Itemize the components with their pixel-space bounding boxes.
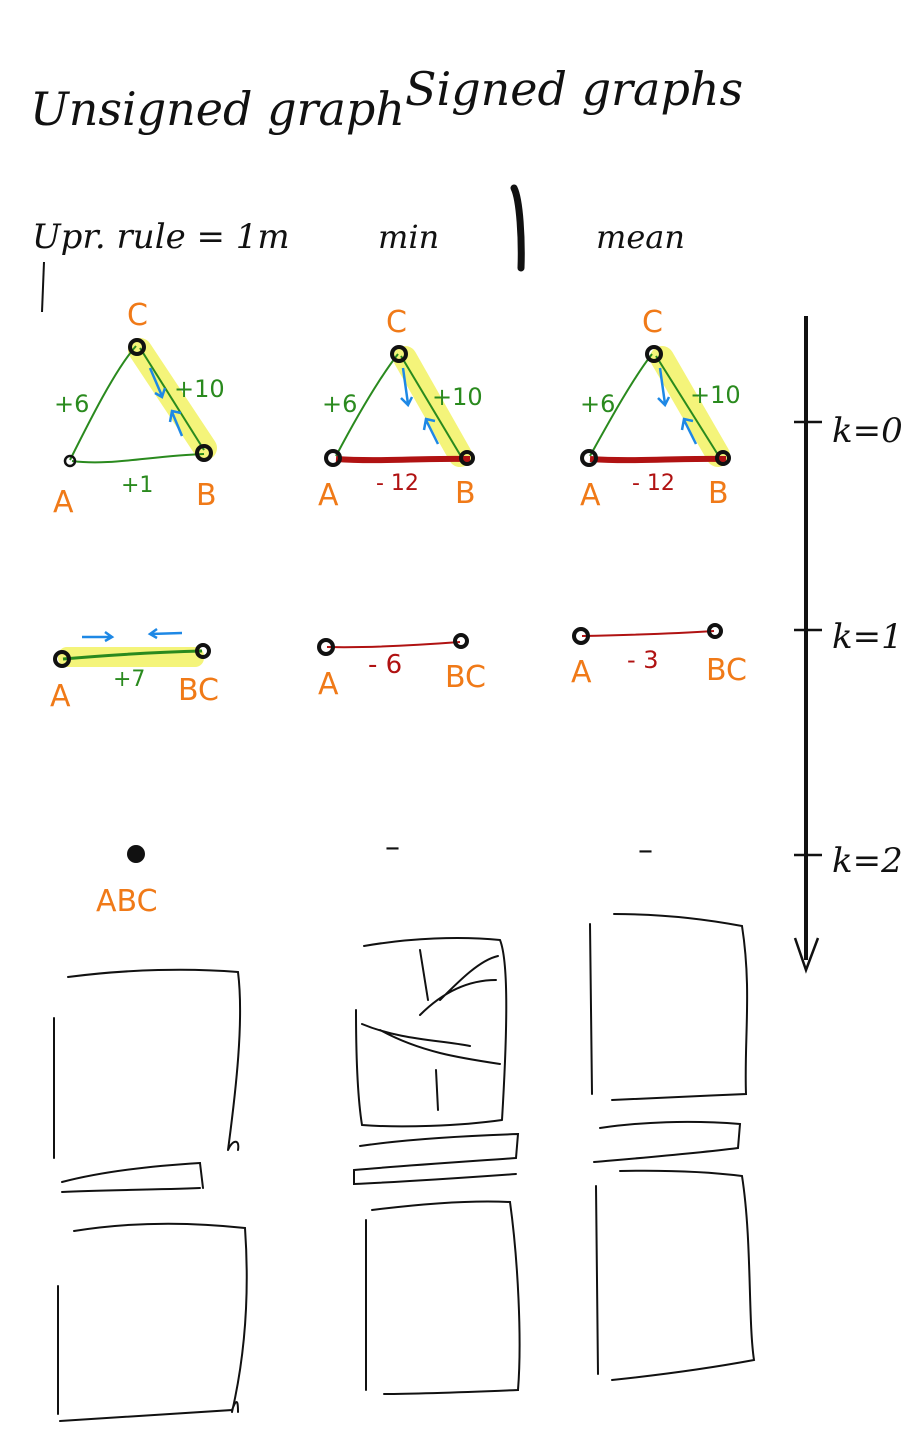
- node-label-a: A: [580, 478, 601, 513]
- column-1-level2: ABC: [96, 845, 158, 919]
- edge-weight-a-bc: - 3: [627, 646, 659, 674]
- arrow-b-to-c: [680, 417, 698, 445]
- column-3-level2-dash: –: [638, 833, 653, 868]
- column-2-triangle: C A B +6 +10 - 12: [318, 305, 483, 513]
- edge-ab: [589, 455, 727, 464]
- column-2-level2-dash: –: [385, 830, 400, 865]
- column-3-triangle: C A B +6 +10 - 12: [580, 305, 741, 513]
- node-c: [645, 345, 663, 363]
- edge-weight-a-bc: - 6: [368, 650, 402, 680]
- edge-cb: [400, 355, 463, 459]
- node-b: [459, 450, 475, 466]
- edge-weight-cb: +10: [432, 383, 483, 411]
- node-bc: [195, 643, 211, 659]
- edge-a-bc: [326, 641, 461, 649]
- node-a: [580, 449, 598, 467]
- edge-ac: [335, 353, 399, 457]
- level-label-k0: k=0: [832, 411, 903, 451]
- column-3-level1: A BC - 3: [571, 623, 747, 690]
- edge-a-bc: [62, 649, 203, 661]
- edge-ac: [589, 353, 653, 457]
- edge-ab: [71, 453, 205, 464]
- node-bc: [453, 633, 469, 649]
- node-label-a: A: [53, 485, 74, 520]
- edge-weight-ac: +6: [580, 390, 615, 418]
- sketch-box-c1-top: [53, 968, 242, 1159]
- edge-a-bc: [581, 630, 715, 637]
- node-a: [324, 449, 342, 467]
- column-1-triangle: C A B +6 +10 +1: [53, 298, 225, 520]
- arrow-c-to-b: [148, 367, 167, 399]
- sketch-scribble-c2: [361, 949, 501, 1111]
- node-label-b: B: [708, 476, 729, 511]
- sketch-box-c1-bottom: [57, 1222, 248, 1422]
- sketch-box-c3-top: [589, 913, 749, 1101]
- sketch-strip-c2: [353, 1132, 520, 1186]
- level-label-k2: k=2: [832, 841, 903, 881]
- column-1-level1: A BC +7: [50, 627, 219, 714]
- node-abc: [127, 845, 145, 863]
- edge-weight-a-bc: +7: [113, 667, 145, 692]
- subheader-update-rule: Upr. rule = 1m: [32, 217, 290, 257]
- node-b: [715, 450, 731, 466]
- edge-weight-cb: +10: [174, 375, 225, 403]
- timeline-arrowhead: [793, 937, 820, 974]
- node-b: [195, 444, 213, 462]
- sketch-strip-c3: [593, 1120, 742, 1163]
- edge-ac: [69, 345, 137, 461]
- node-a: [53, 650, 71, 668]
- column-2-level1: A BC - 6: [317, 633, 486, 702]
- sketch-box-c2-top: [355, 937, 508, 1128]
- sketch-box-c2-bottom: [365, 1200, 521, 1395]
- edge-weight-ab: - 12: [632, 471, 675, 496]
- node-label-a: A: [318, 478, 339, 513]
- subheader-rule-underline-stroke: [41, 261, 45, 313]
- node-label-c: C: [127, 298, 148, 333]
- arrow-b-to-c: [168, 409, 184, 437]
- arrow-c-to-b: [657, 367, 671, 408]
- node-a: [572, 627, 590, 645]
- edge-weight-ac: +6: [322, 390, 357, 418]
- node-label-abc: ABC: [96, 884, 158, 919]
- header-unsigned-graph: Unsigned graph: [30, 82, 405, 136]
- node-label-c: C: [386, 305, 407, 340]
- subheader-mean: mean: [596, 218, 685, 256]
- node-c: [390, 345, 408, 363]
- edge-weight-ab: - 12: [376, 471, 419, 496]
- node-label-a: A: [571, 655, 592, 690]
- node-a: [63, 454, 77, 468]
- header-signed-graphs: Signed graphs: [405, 62, 743, 116]
- node-label-a: A: [50, 679, 71, 714]
- node-label-bc: BC: [178, 673, 219, 708]
- node-label-b: B: [455, 476, 476, 511]
- arrow-c-to-b: [400, 367, 414, 408]
- arrow-left: [147, 627, 183, 640]
- node-a: [317, 638, 335, 656]
- node-label-a: A: [318, 667, 339, 702]
- node-label-b: B: [196, 478, 217, 513]
- edge-cb: [655, 355, 721, 459]
- edge-weight-ac: +6: [54, 390, 89, 418]
- node-label-bc: BC: [445, 660, 486, 695]
- edge-ab: [335, 455, 471, 464]
- node-c: [128, 338, 146, 356]
- node-label-c: C: [642, 305, 663, 340]
- sketch-boxes: [53, 913, 756, 1422]
- subheader-min: min: [378, 218, 439, 256]
- sketch-box-c3-bottom: [595, 1169, 756, 1381]
- edge-weight-cb: +10: [690, 381, 741, 409]
- edge-cb: [139, 347, 205, 451]
- sketch-strip-c1: [61, 1161, 204, 1193]
- edge-weight-ab: +1: [121, 473, 153, 498]
- arrow-right: [82, 630, 115, 643]
- column-divider-mark: [510, 184, 525, 272]
- node-bc: [707, 623, 723, 639]
- arrow-b-to-c: [422, 417, 440, 445]
- node-label-bc: BC: [706, 653, 747, 688]
- level-label-k1: k=1: [832, 617, 903, 657]
